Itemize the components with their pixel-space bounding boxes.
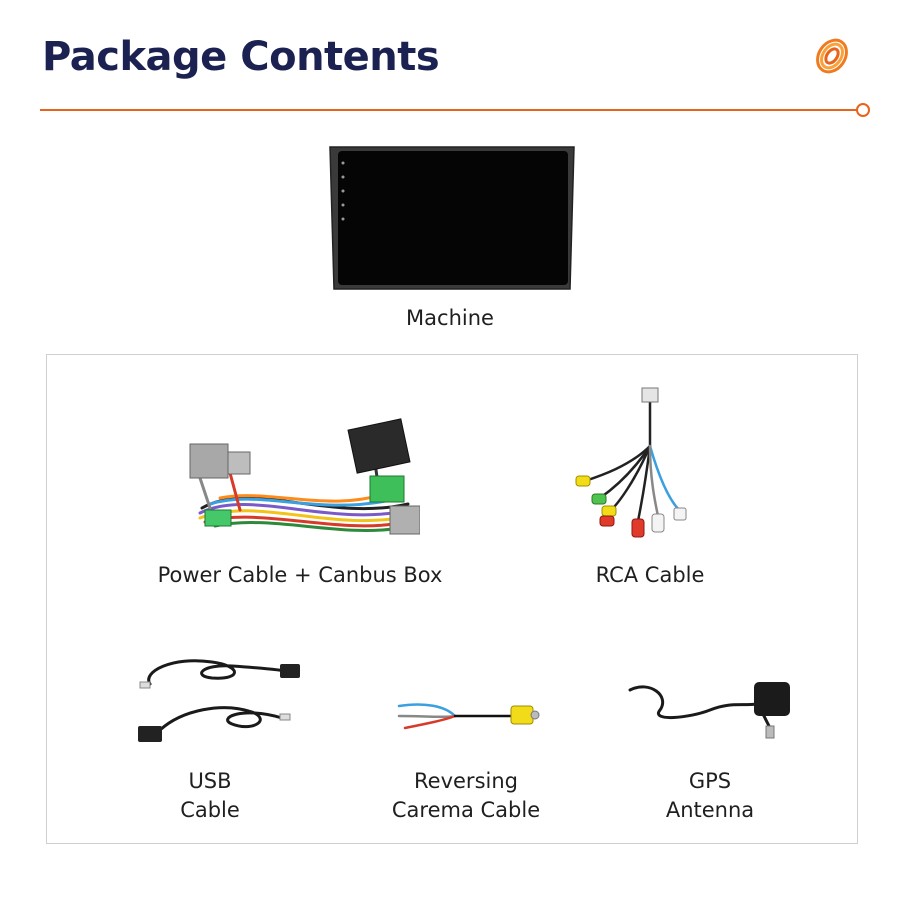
gps-caption-line-2: Antenna [665,798,755,822]
rca-cable-icon [575,387,687,538]
reversing-caption-line-2: Carema Cable [391,798,541,822]
usb-cable-icon [138,659,300,742]
usb-caption-line-1: USB [188,769,232,793]
reversing-caption-line-1: Reversing [414,769,518,793]
reversing-camera-caption: Reversing Carema Cable [356,767,576,825]
header-divider [40,109,858,111]
rca-cable-caption: RCA Cable [595,563,705,587]
accessories-panel [46,354,858,844]
reversing-camera-cable-icon [397,703,540,730]
car-stereo-screen-icon [329,146,575,290]
machine-caption: Machine [406,306,494,330]
usb-caption-line-2: Cable [180,798,240,822]
gps-antenna-caption: GPS Antenna [610,767,810,825]
page-title: Package Contents [42,34,440,80]
gps-antenna-icon [628,682,790,739]
power-cable-caption: Power Cable + Canbus Box [157,563,443,587]
brand-logo-icon [816,38,848,74]
gps-caption-line-1: GPS [688,769,732,793]
wiring-harness-icon [189,418,420,535]
header-divider-dot [856,103,870,117]
usb-cable-caption: USB Cable [110,767,310,825]
